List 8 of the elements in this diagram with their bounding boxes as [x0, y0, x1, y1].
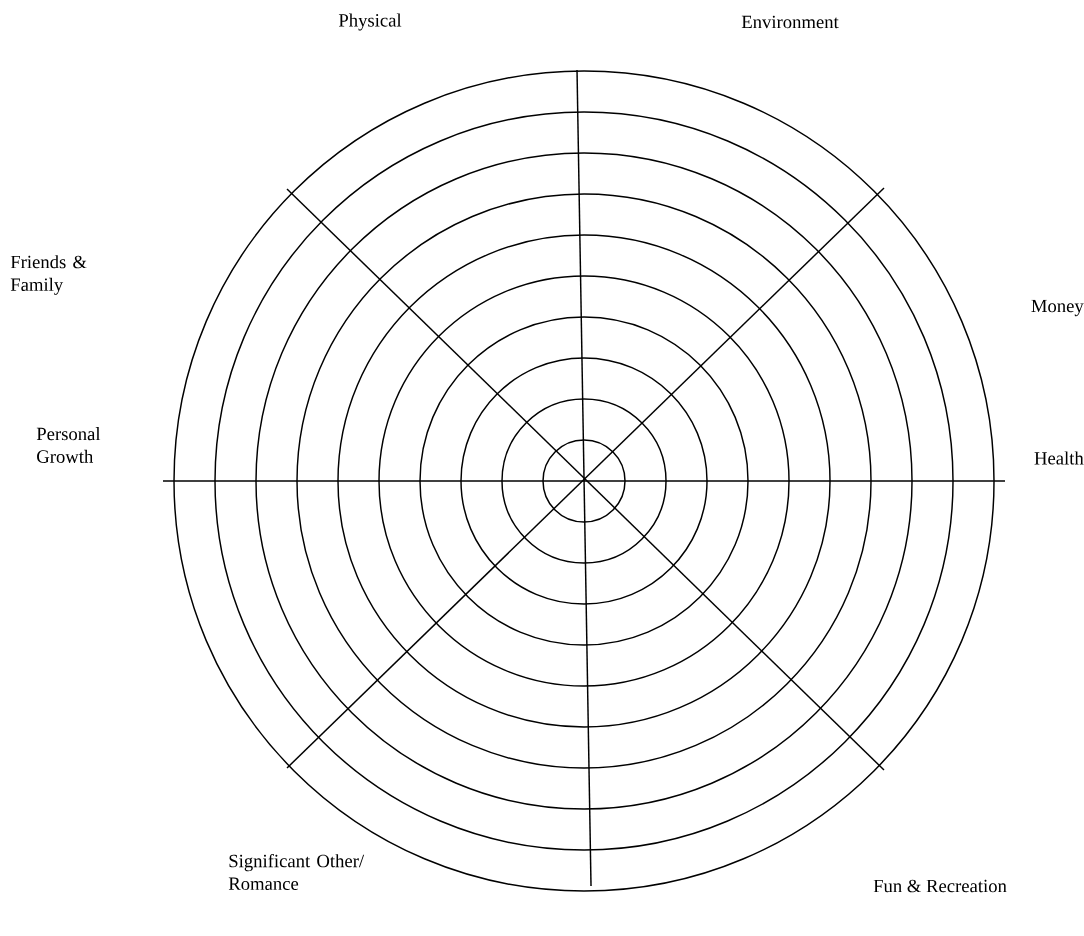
category-label: Physical [338, 13, 402, 31]
category-label: Environment [741, 15, 839, 29]
category-label: Money [1031, 299, 1084, 317]
category-label: Health [1034, 451, 1084, 465]
category-label: Fun & Recreation [873, 879, 1007, 893]
category-label: Significant Other/ Romance [228, 854, 365, 890]
category-label: Personal Growth [36, 427, 101, 463]
category-label: Friends & Family [10, 255, 87, 295]
